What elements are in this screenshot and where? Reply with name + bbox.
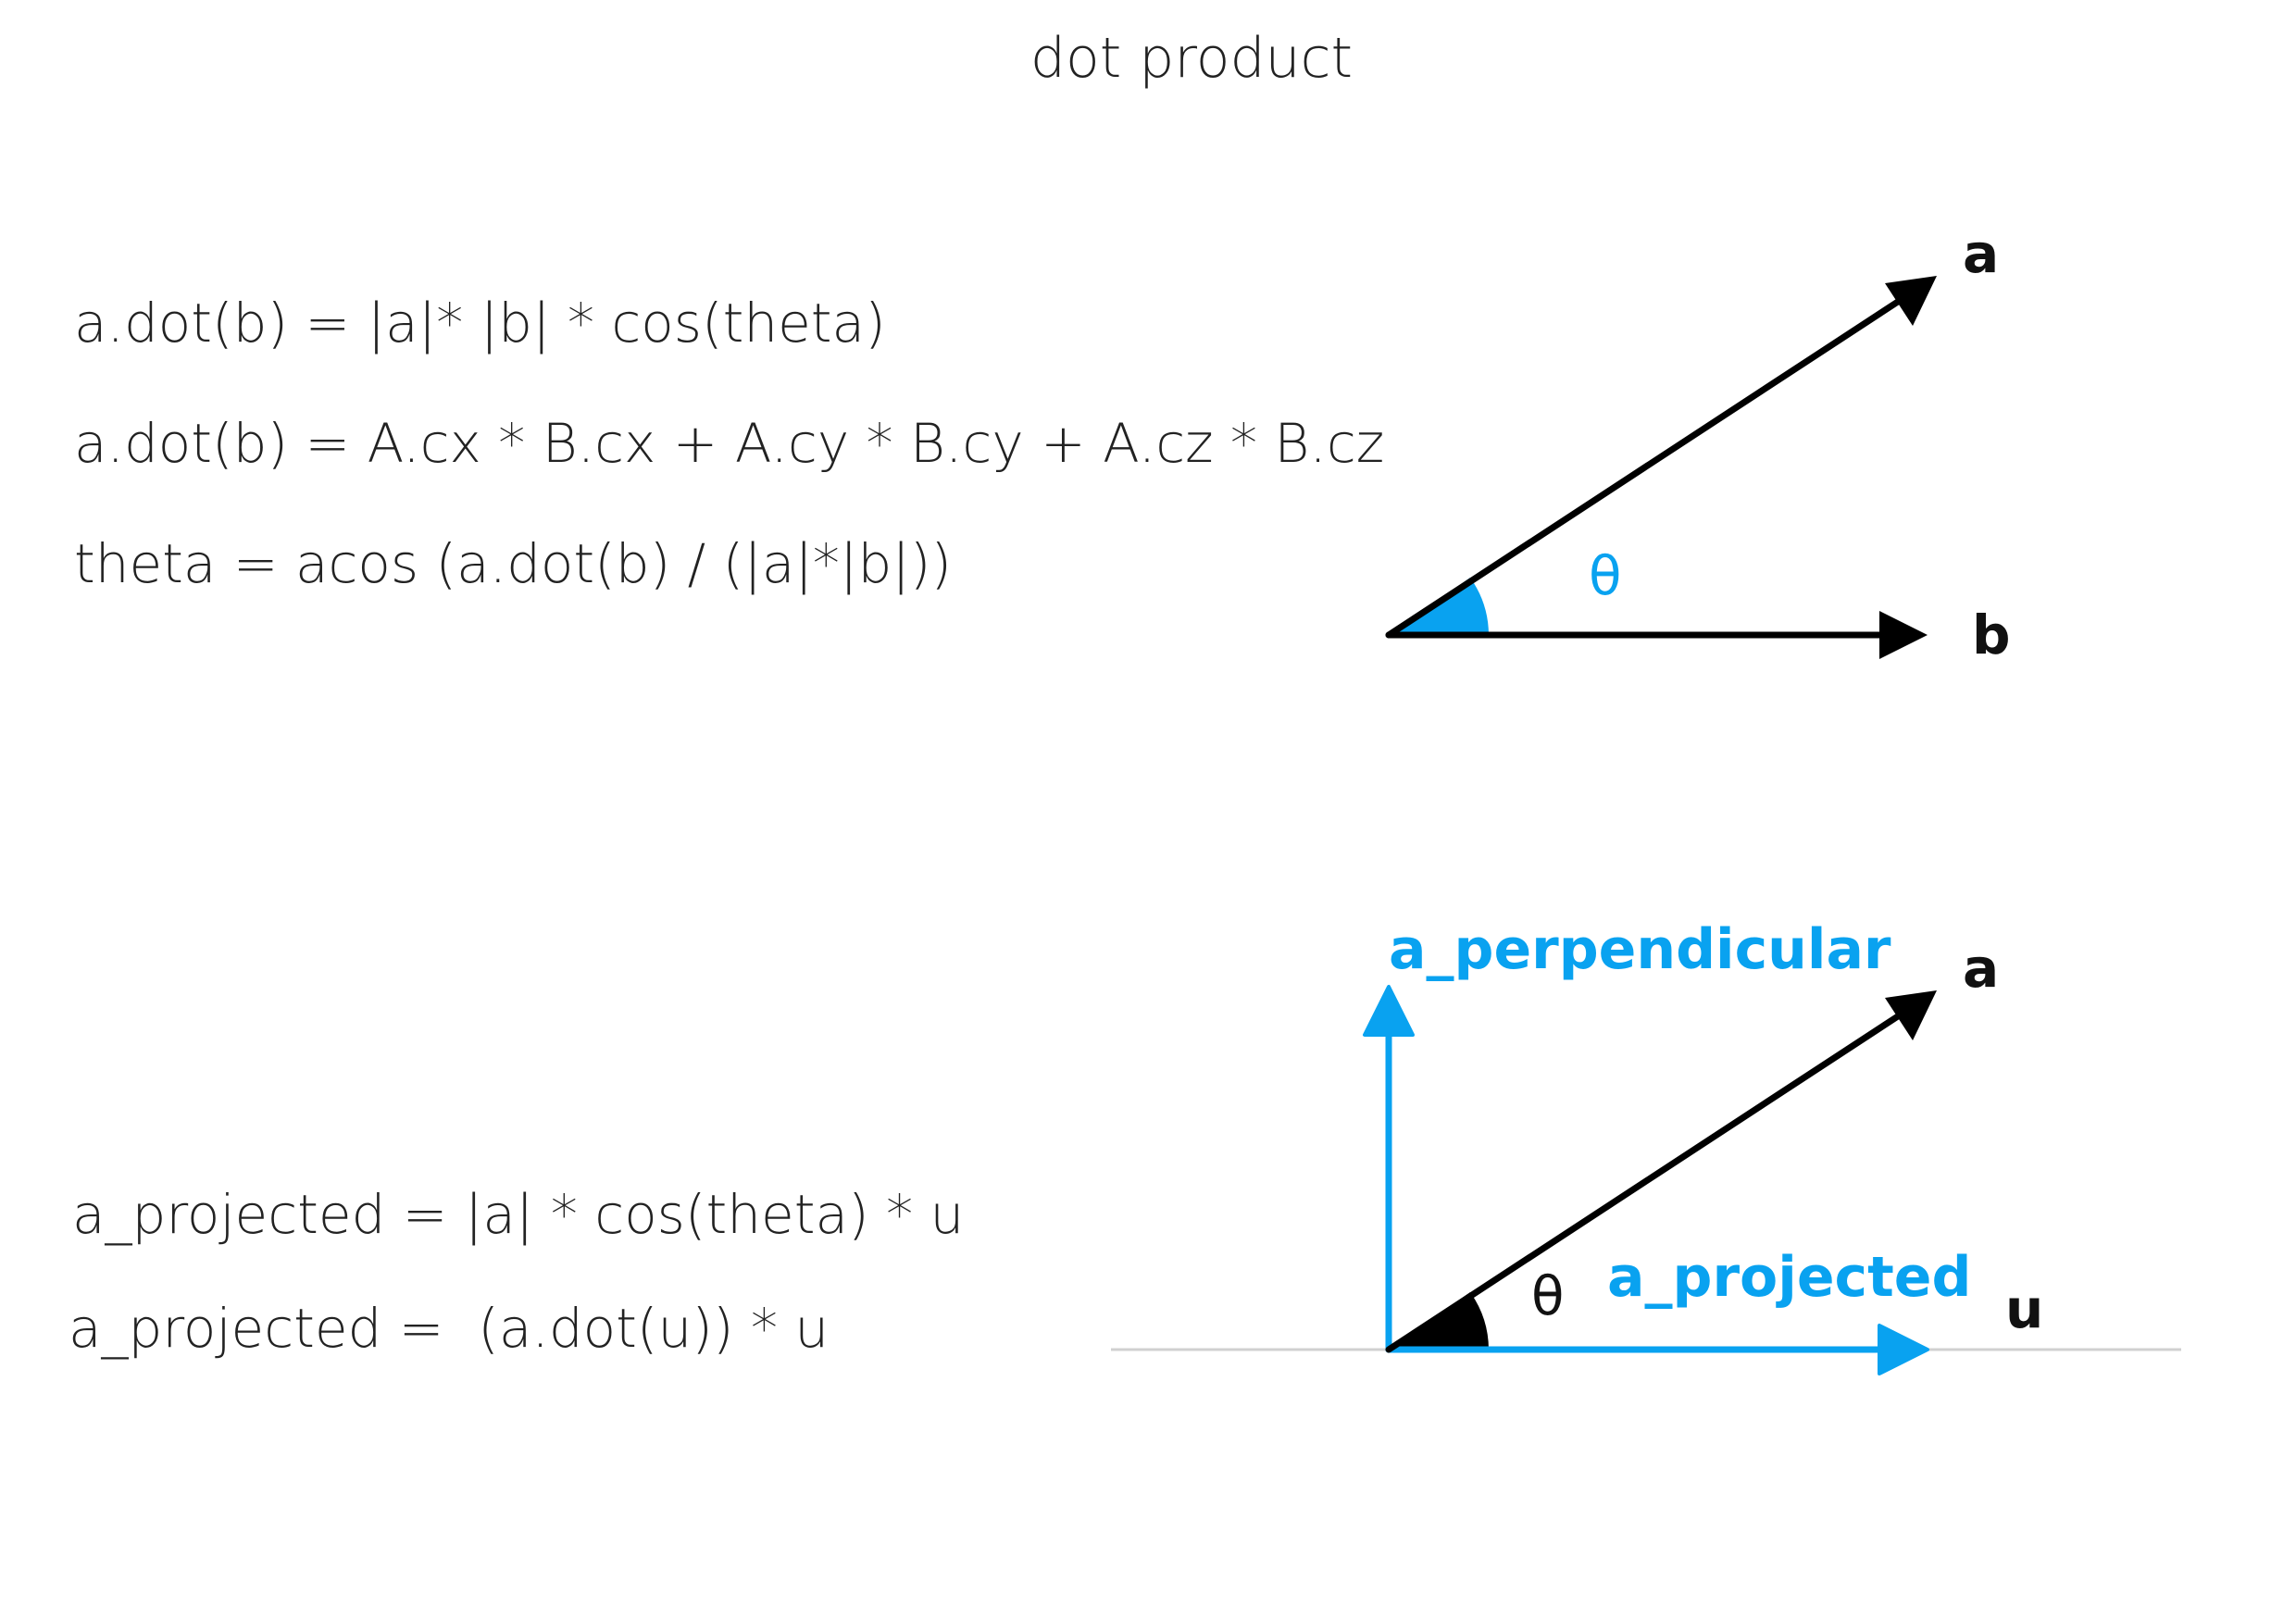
perpendicular-label: a_perpendicular xyxy=(1389,917,1891,982)
vector-projected-arrowhead xyxy=(1878,1324,1929,1375)
vector-a2-label: a xyxy=(1963,937,1999,1000)
vector-b-label: b xyxy=(1972,604,2011,666)
diagram-top: a b θ xyxy=(1385,222,2011,666)
angle-theta-label: θ xyxy=(1589,544,1622,607)
vector-perpendicular-arrowhead xyxy=(1363,985,1415,1037)
equation-dot-magnitude: a.dot(b) = |a|* |b| * cos(theta) xyxy=(74,292,886,355)
equation-projected-cos: a_projected = |a| * cos(theta) * u xyxy=(72,1183,965,1246)
vector-b-arrowhead xyxy=(1879,611,1928,659)
equation-projected-dot: a_projected = (a.dot(u)) * u xyxy=(69,1297,830,1360)
vector-a-label: a xyxy=(1963,222,1999,285)
vector-a2-shaft xyxy=(1385,1009,1907,1353)
diagram-bottom: a_perpendicular a a_projected u θ xyxy=(1111,917,2181,1375)
equation-theta: theta = acos (a.dot(b) / (|a|*|b|)) xyxy=(74,532,953,595)
vector-a2-arrowhead xyxy=(1885,990,1937,1040)
page-title: dot product xyxy=(1029,26,1354,91)
equation-dot-components: a.dot(b) = A.cx * B.cx + A.cy * B.cy + A… xyxy=(74,412,1385,475)
vector-a-arrowhead xyxy=(1885,276,1937,326)
angle-theta2-label: θ xyxy=(1531,1264,1565,1327)
vector-a-shaft xyxy=(1385,294,1907,639)
projected-label: a_projected xyxy=(1607,1245,1971,1310)
vector-u-label: u xyxy=(2005,1277,2043,1340)
